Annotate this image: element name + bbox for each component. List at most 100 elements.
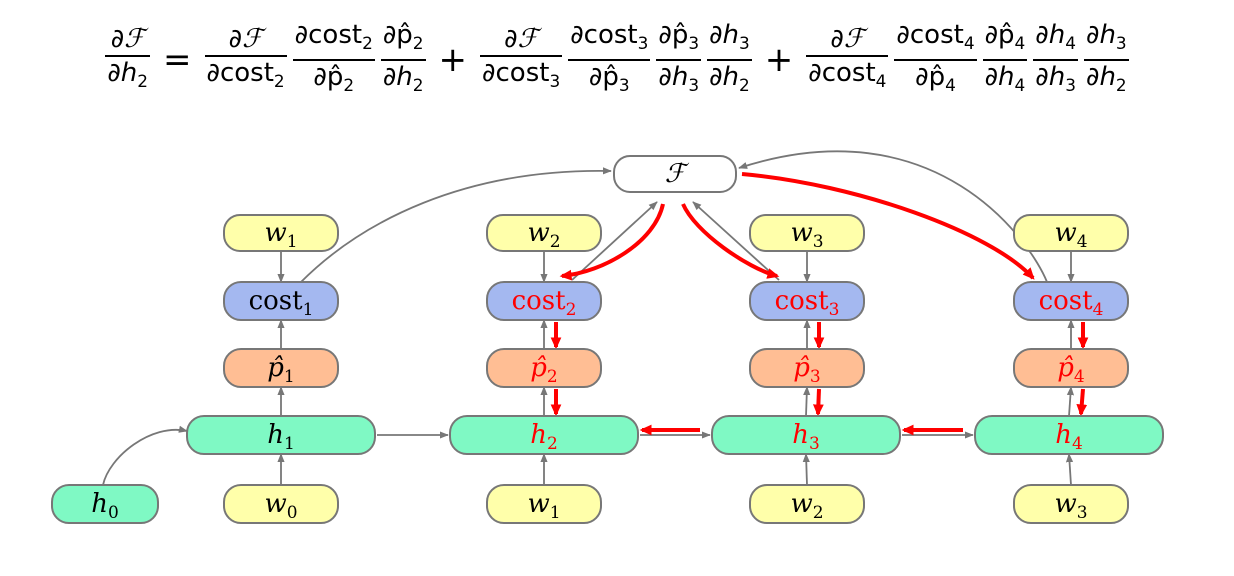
fraction-denominator: ∂h3: [658, 62, 700, 96]
equation-fraction: ∂cost3 ∂p̂3: [568, 19, 651, 101]
edge-backward-F-to-cost2: [559, 203, 665, 281]
node-p3-box: [749, 348, 865, 388]
equation-fraction: ∂h4∂h3: [1033, 19, 1078, 101]
node-w3a: w3: [749, 214, 865, 252]
node-p1: p̂1: [223, 348, 339, 388]
fraction-denominator: ∂h3: [1035, 62, 1076, 96]
node-cost3-box: [749, 281, 865, 321]
edge-backward-F-to-cost4: [741, 172, 1035, 280]
node-h2-box: [449, 415, 639, 455]
node-h1: h1: [186, 415, 376, 455]
node-w0b: w0: [223, 484, 339, 524]
equation-fraction: ∂ℱ∂cost2: [204, 23, 287, 97]
node-p4-label: p̂4: [1057, 353, 1084, 387]
node-w4a-label: w4: [1054, 218, 1087, 252]
fraction-numerator: ∂p̂4: [984, 19, 1026, 53]
node-p4-box: [1013, 348, 1129, 388]
equation-fraction: ∂p̂4 ∂h4: [982, 19, 1028, 101]
node-h4: h4: [974, 415, 1164, 455]
edge-forward-h3-to-p3: [803, 386, 811, 417]
node-h4-box: [974, 415, 1164, 455]
fraction-denominator: ∂h2: [382, 62, 424, 96]
node-F-box: [613, 155, 737, 193]
node-cost2-box: [486, 281, 602, 321]
fraction-numerator: ∂cost2: [294, 19, 373, 53]
node-w2b: w2: [749, 484, 865, 524]
node-w2a-label: w2: [527, 218, 560, 252]
node-w1a: w1: [223, 214, 339, 252]
fraction-numerator: ∂h3: [1085, 19, 1127, 53]
plus-sign: +: [438, 40, 468, 80]
equation-fraction: ∂h3∂h2: [1083, 19, 1129, 101]
fraction-numerator: ∂h3: [709, 19, 750, 53]
node-cost3: cost3: [749, 281, 865, 321]
node-p2-box: [486, 348, 602, 388]
fraction-denominator: ∂p̂3: [588, 62, 630, 96]
edge-forward-w2b-to-h3: [802, 453, 810, 486]
edge-forward-cost4-to-F: [738, 150, 1048, 283]
node-w3b: w3: [1013, 484, 1129, 524]
fraction-numerator: ∂cost3: [570, 19, 649, 53]
node-p2-label: p̂2: [530, 353, 557, 387]
equation-fraction: ∂ℱ∂cost3: [480, 23, 563, 97]
fraction-denominator: ∂cost4: [808, 57, 887, 92]
node-h2-label: h2: [530, 420, 558, 454]
fraction-numerator: ∂ℱ: [504, 23, 539, 54]
node-w3b-box: [1013, 484, 1129, 524]
node-p1-box: [223, 348, 339, 388]
node-w3a-label: w3: [790, 218, 823, 252]
node-w3b-label: w3: [1054, 489, 1087, 523]
node-p3-label: p̂3: [793, 353, 820, 387]
fraction-numerator: ∂ℱ: [228, 23, 263, 54]
fraction-denominator: ∂cost3: [482, 57, 561, 92]
equation-fraction: ∂h3∂h2: [707, 19, 752, 101]
edge-forward-cost3-to-F: [692, 201, 780, 281]
edge-backward-p4-to-h4: [1076, 388, 1088, 417]
node-cost2: cost2: [486, 281, 602, 321]
equals-sign: =: [163, 40, 192, 80]
fraction-numerator: ∂p̂3: [658, 19, 700, 53]
node-w0b-box: [223, 484, 339, 524]
equation-fraction: ∂p̂3 ∂h3: [656, 19, 702, 101]
node-w1b-label: w1: [527, 489, 560, 523]
gradient-equation: ∂ℱ∂h2=∂ℱ∂cost2∂cost2∂p̂2∂p̂2∂h2+∂ℱ∂cost3…: [0, 0, 1234, 120]
fraction-numerator: ∂ℱ: [110, 23, 145, 54]
fraction-denominator: ∂h2: [709, 62, 750, 96]
edge-forward-w3b-to-h4: [1065, 453, 1074, 486]
fraction-denominator: ∂h4: [984, 62, 1026, 96]
fraction-denominator: ∂cost2: [206, 57, 285, 92]
node-w1b-box: [486, 484, 602, 524]
node-w2a: w2: [486, 214, 602, 252]
edges-layer: [102, 150, 1089, 486]
node-w1a-box: [223, 214, 339, 252]
node-h2: h2: [449, 415, 639, 455]
node-cost4: cost4: [1013, 281, 1129, 321]
equation-fraction: ∂p̂2 ∂h2: [380, 19, 426, 101]
fraction-numerator: ∂h4: [1035, 19, 1076, 53]
node-cost1-box: [223, 281, 339, 321]
fraction-denominator: ∂p̂4: [915, 62, 956, 96]
edge-forward-cost2-to-F: [571, 201, 658, 281]
fraction-numerator: ∂cost4: [896, 19, 975, 53]
node-cost1-label: cost1: [249, 286, 314, 320]
node-h1-box: [186, 415, 376, 455]
plus-sign: +: [764, 40, 794, 80]
node-h0-box: [51, 484, 159, 524]
node-cost4-box: [1013, 281, 1129, 321]
node-p4: p̂4: [1013, 348, 1129, 388]
node-w2b-box: [749, 484, 865, 524]
edge-forward-h4-to-p4: [1066, 386, 1075, 417]
equation-fraction: ∂cost4 ∂p̂4: [894, 19, 977, 101]
node-cost2-label: cost2: [512, 286, 577, 320]
node-cost3-label: cost3: [775, 286, 840, 320]
node-w1b: w1: [486, 484, 602, 524]
node-h0-label: h0: [91, 489, 119, 523]
node-w4a-box: [1013, 214, 1129, 252]
node-w0b-label: w0: [264, 489, 297, 523]
fraction-numerator: ∂p̂2: [382, 19, 424, 53]
node-w2b-label: w2: [790, 489, 823, 523]
edge-backward-F-to-cost3: [681, 203, 780, 279]
edge-backward-p3-to-h3: [812, 388, 824, 417]
